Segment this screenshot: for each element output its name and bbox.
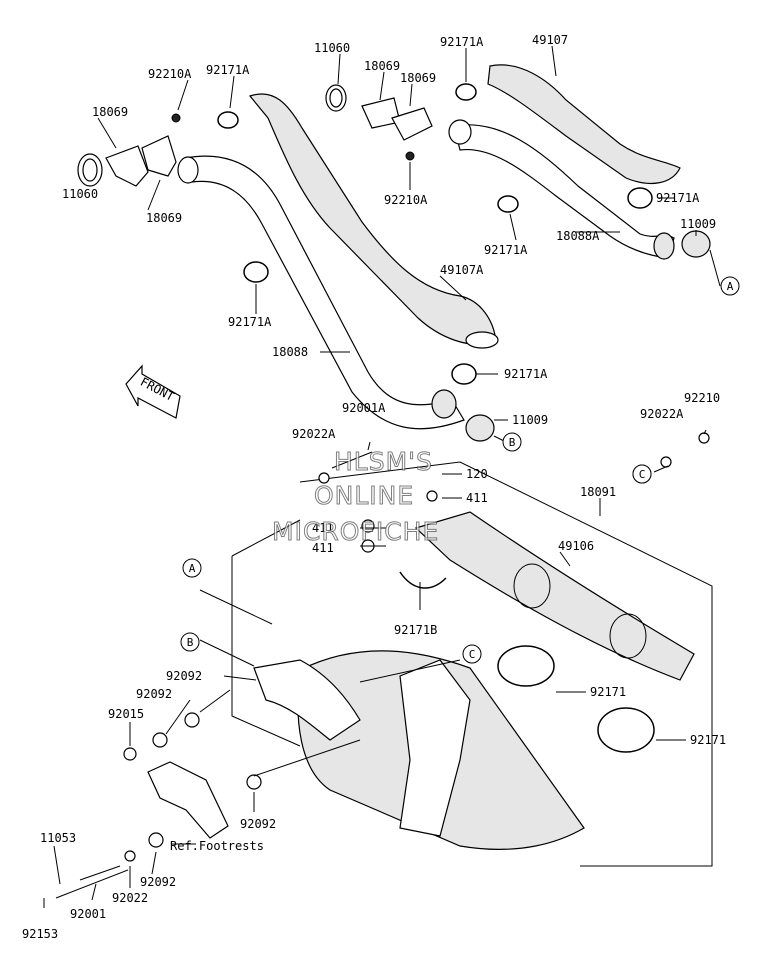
callout-a-upper: A <box>727 280 734 293</box>
part-label[interactable]: 92092 <box>166 669 202 683</box>
part-label[interactable]: 92171A <box>484 243 528 257</box>
front-heat-shield[interactable] <box>248 93 497 346</box>
clamp-92171b[interactable] <box>399 571 447 589</box>
part-label[interactable]: 18091 <box>580 485 616 499</box>
muffler-bracket[interactable] <box>399 659 471 837</box>
part-label[interactable]: 92171B <box>394 623 437 637</box>
clamp-92171a-2[interactable] <box>455 83 477 101</box>
part-label[interactable]: 92171 <box>590 685 626 699</box>
part-label[interactable]: 411 <box>312 541 334 555</box>
part-label[interactable]: 92171A <box>504 367 548 381</box>
clamp-92171a-3[interactable] <box>497 195 519 213</box>
part-label[interactable]: 92210A <box>384 193 428 207</box>
part-label[interactable]: 92001A <box>342 401 386 415</box>
part-label[interactable]: 92015 <box>108 707 144 721</box>
watermark: HLSM'S ONLINE MICROFICHE <box>272 447 439 547</box>
footrest-bracket[interactable] <box>147 761 229 839</box>
part-label[interactable]: 11009 <box>512 413 548 427</box>
part-label[interactable]: 11060 <box>62 187 98 201</box>
part-label[interactable]: 92210A <box>148 67 192 81</box>
part-label[interactable]: 92171A <box>656 191 700 205</box>
part-label[interactable]: 18088A <box>556 229 600 243</box>
part-label[interactable]: 92022A <box>640 407 684 421</box>
part-label[interactable]: 92022 <box>112 891 148 905</box>
part-label[interactable]: 92092 <box>136 687 172 701</box>
part-label[interactable]: 18069 <box>146 211 182 225</box>
footrests-reference: Ref.Footrests <box>170 839 264 853</box>
clamp-92171a-1[interactable] <box>217 111 239 129</box>
clamp-92171a-4[interactable] <box>627 187 653 209</box>
part-label[interactable]: 92022A <box>292 427 336 441</box>
callout-b-upper: B <box>509 436 516 449</box>
flange-18069-a[interactable] <box>105 145 149 187</box>
clamp-92171a-6[interactable] <box>451 363 477 385</box>
watermark-line-1: HLSM'S <box>334 447 433 476</box>
callout-b-lower: B <box>187 636 194 649</box>
callout-a-lower: A <box>189 562 196 575</box>
clamp-92171-1[interactable] <box>497 645 555 687</box>
watermark-line-2: ONLINE <box>314 481 414 510</box>
part-label[interactable]: 92092 <box>240 817 276 831</box>
part-label[interactable]: 92171A <box>440 35 484 49</box>
callout-c-upper: C <box>639 468 646 481</box>
sleeve-11009-b[interactable] <box>465 414 495 442</box>
part-label[interactable]: 18069 <box>92 105 128 119</box>
part-label[interactable]: 49106 <box>558 539 594 553</box>
flange-18069-b[interactable] <box>141 135 177 177</box>
flange-18069-c[interactable] <box>361 97 401 129</box>
rear-heat-shield[interactable] <box>487 64 681 185</box>
flange-18069-d[interactable] <box>391 107 433 141</box>
clamp-92171-2[interactable] <box>597 707 655 753</box>
part-label[interactable]: 18069 <box>364 59 400 73</box>
part-label[interactable]: 49107A <box>440 263 484 277</box>
collector-pipe[interactable] <box>253 659 361 741</box>
part-label[interactable]: 92153 <box>22 927 58 941</box>
rear-exhaust-pipe[interactable] <box>453 124 675 259</box>
part-label[interactable]: 11009 <box>680 217 716 231</box>
part-label[interactable]: 11060 <box>314 41 350 55</box>
part-label[interactable]: 92001 <box>70 907 106 921</box>
part-label[interactable]: 120 <box>466 467 488 481</box>
muffler-heat-shield[interactable] <box>414 511 695 681</box>
part-label[interactable]: 92171 <box>690 733 726 747</box>
part-label[interactable]: 49107 <box>532 33 568 47</box>
clamp-92171a-5[interactable] <box>243 261 269 283</box>
part-label[interactable]: 411 <box>466 491 488 505</box>
part-label[interactable]: 11053 <box>40 831 76 845</box>
callout-c-lower: C <box>469 648 476 661</box>
part-label[interactable]: 18069 <box>400 71 436 85</box>
part-label[interactable]: 92171A <box>206 63 250 77</box>
part-label[interactable]: 92092 <box>140 875 176 889</box>
front-arrow-icon: FRONT <box>125 364 181 419</box>
part-label[interactable]: 411 <box>312 521 334 535</box>
part-label[interactable]: 92210 <box>684 391 720 405</box>
front-exhaust-pipe[interactable] <box>184 155 465 430</box>
part-label[interactable]: 92171A <box>228 315 272 329</box>
watermark-line-3: MICROFICHE <box>272 517 439 546</box>
part-label[interactable]: 18088 <box>272 345 308 359</box>
